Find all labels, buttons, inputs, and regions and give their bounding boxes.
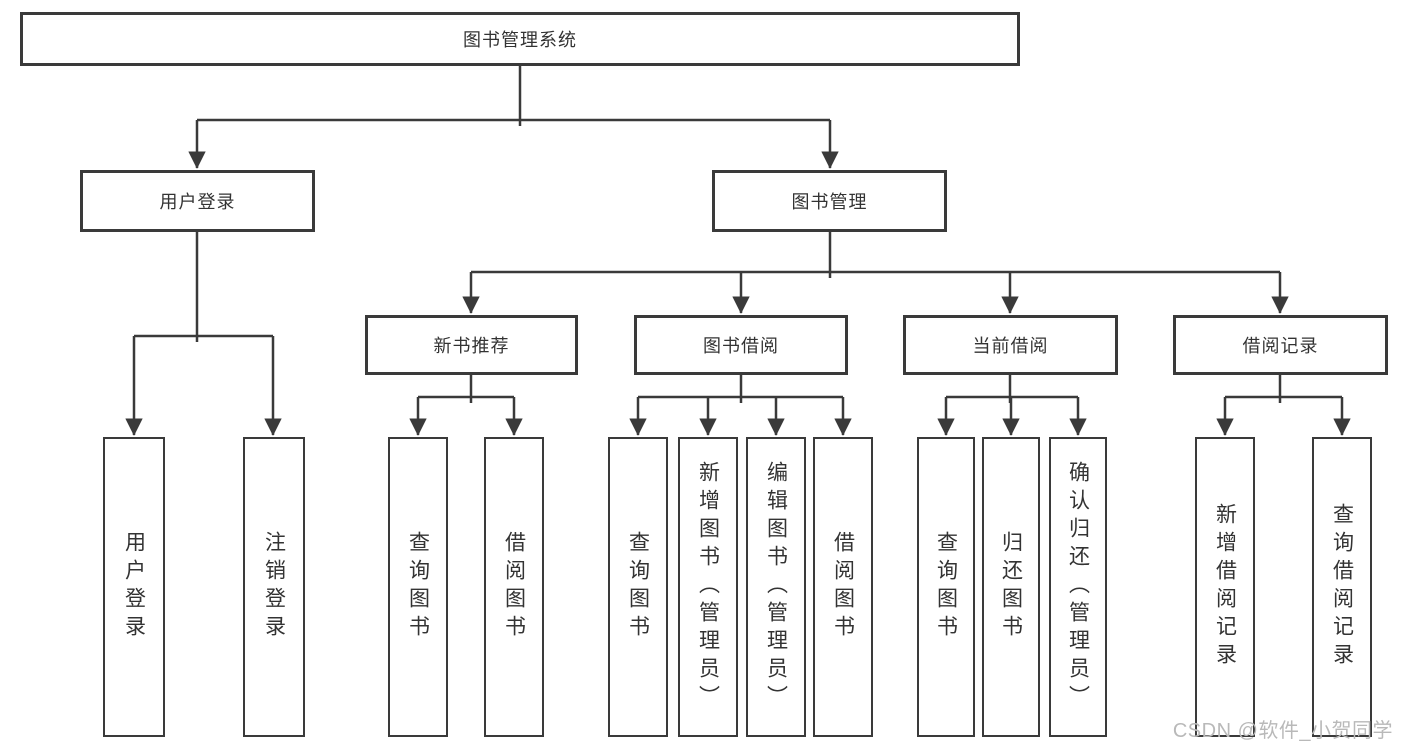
node-book-borrowing: 图书借阅 [634,315,848,375]
node-leaf-bb-add-books-admin: 新增图书（管理员） [678,437,738,737]
node-borrowing-records-label: 借阅记录 [1242,336,1319,356]
node-leaf-cb-query-books: 查询图书 [917,437,975,737]
node-borrowing-records: 借阅记录 [1173,315,1388,375]
node-leaf-bb-borrow-books-label: 借阅图书 [831,531,855,643]
node-leaf-cb-return-books: 归还图书 [982,437,1040,737]
node-leaf-logout: 注销登录 [243,437,305,737]
node-leaf-user-login: 用户登录 [103,437,165,737]
node-root: 图书管理系统 [20,12,1020,66]
watermark: CSDN @软件_小贺同学 [1172,720,1393,742]
node-leaf-bb-query-books: 查询图书 [608,437,668,737]
node-new-book-recommendation: 新书推荐 [365,315,578,375]
node-leaf-br-add-record: 新增借阅记录 [1195,437,1255,737]
node-current-borrowing-label: 当前借阅 [972,336,1049,356]
node-leaf-br-query-record-label: 查询借阅记录 [1330,503,1354,671]
node-leaf-br-add-record-label: 新增借阅记录 [1213,503,1237,671]
node-book-management: 图书管理 [712,170,947,232]
node-leaf-nr-query-books-label: 查询图书 [406,531,430,643]
node-leaf-nr-borrow-books: 借阅图书 [484,437,544,737]
node-leaf-cb-confirm-return-admin: 确认归还（管理员） [1049,437,1107,737]
node-leaf-logout-label: 注销登录 [262,531,286,643]
node-new-book-recommendation-label: 新书推荐 [433,336,510,356]
node-root-label: 图书管理系统 [463,30,577,50]
node-leaf-user-login-label: 用户登录 [122,531,146,643]
node-leaf-cb-query-books-label: 查询图书 [934,531,958,643]
node-leaf-nr-query-books: 查询图书 [388,437,448,737]
node-leaf-br-query-record: 查询借阅记录 [1312,437,1372,737]
node-user-login-label: 用户登录 [159,192,236,212]
node-user-login: 用户登录 [80,170,315,232]
node-leaf-bb-add-books-admin-label: 新增图书（管理员） [696,461,720,713]
node-book-borrowing-label: 图书借阅 [703,336,779,356]
node-leaf-bb-edit-books-admin: 编辑图书（管理员） [746,437,806,737]
node-leaf-bb-query-books-label: 查询图书 [626,531,650,643]
node-leaf-nr-borrow-books-label: 借阅图书 [502,531,526,643]
node-leaf-bb-edit-books-admin-label: 编辑图书（管理员） [764,461,788,713]
node-leaf-cb-confirm-return-admin-label: 确认归还（管理员） [1066,461,1090,713]
node-current-borrowing: 当前借阅 [903,315,1118,375]
node-book-management-label: 图书管理 [791,192,868,212]
node-leaf-bb-borrow-books: 借阅图书 [813,437,873,737]
node-leaf-cb-return-books-label: 归还图书 [999,531,1023,643]
